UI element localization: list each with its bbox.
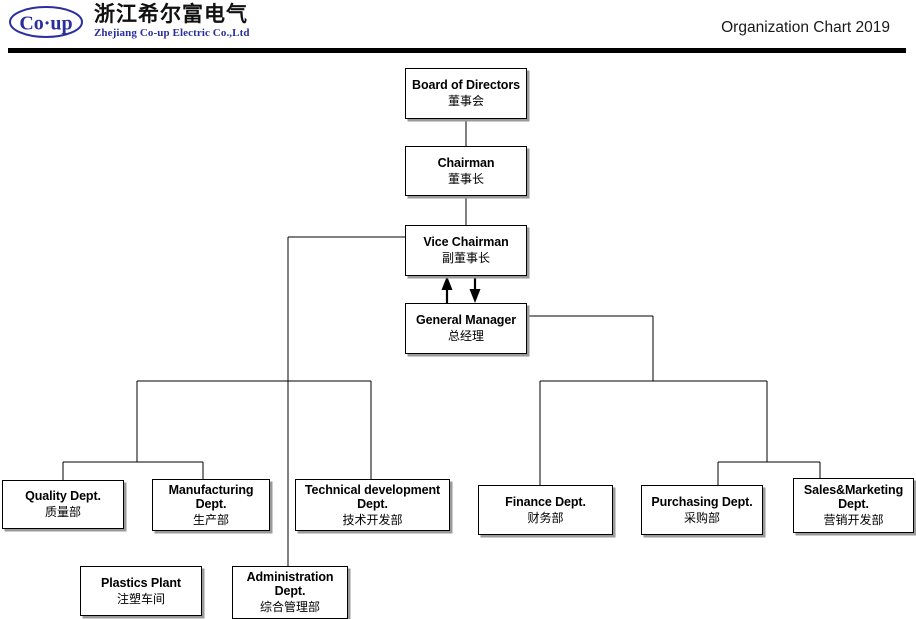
- node-label-cn: 注塑车间: [116, 591, 165, 606]
- node-label-en: Plastics Plant: [101, 575, 181, 590]
- svg-text:Co·up: Co·up: [19, 12, 72, 34]
- node-general-manager[interactable]: General Manager 总经理: [405, 303, 527, 354]
- coup-logo-icon: Co·up: [8, 5, 84, 39]
- node-quality-dept[interactable]: Quality Dept. 质量部: [2, 480, 124, 529]
- brand-name-en: Zhejiang Co-up Electric Co.,Ltd: [94, 27, 250, 39]
- company-logo: Co·up 浙江希尔富电气 Zhejiang Co-up Electric Co…: [8, 4, 250, 39]
- node-purchasing-dept[interactable]: Purchasing Dept. 采购部: [641, 485, 763, 535]
- node-label-cn: 质量部: [44, 505, 81, 520]
- node-label-cn: 财务部: [527, 510, 564, 525]
- node-label-cn: 营销开发部: [823, 513, 884, 528]
- page-title: Organization Chart 2019: [721, 19, 890, 36]
- node-label-cn: 副董事长: [441, 251, 490, 266]
- node-label-en: Manufacturing Dept.: [168, 482, 254, 511]
- node-label-cn: 董事长: [447, 171, 484, 186]
- org-chart: Board of Directors 董事会 Chairman 董事长 Vice…: [0, 54, 916, 619]
- node-label-en: Administration Dept.: [246, 570, 334, 599]
- connector-lines: [62, 119, 821, 566]
- node-administration-dept[interactable]: Administration Dept. 综合管理部: [232, 566, 348, 619]
- node-plastics-plant[interactable]: Plastics Plant 注塑车间: [80, 566, 202, 616]
- node-label-cn: 董事会: [447, 94, 484, 109]
- node-manufacturing-dept[interactable]: Manufacturing Dept. 生产部: [152, 479, 270, 531]
- node-label-en: Sales&Marketing Dept.: [803, 483, 904, 512]
- node-label-en: Quality Dept.: [25, 489, 101, 504]
- node-label-en: Purchasing Dept.: [651, 494, 753, 509]
- node-sales-marketing-dept[interactable]: Sales&Marketing Dept. 营销开发部: [793, 478, 914, 533]
- node-label-cn: 技术开发部: [342, 512, 403, 527]
- header-divider: [8, 48, 906, 53]
- node-vice-chairman[interactable]: Vice Chairman 副董事长: [405, 225, 527, 276]
- node-chairman[interactable]: Chairman 董事长: [405, 146, 527, 196]
- node-label-en: Technical development Dept.: [304, 482, 441, 511]
- page-header: Co·up 浙江希尔富电气 Zhejiang Co-up Electric Co…: [0, 0, 916, 54]
- node-finance-dept[interactable]: Finance Dept. 财务部: [478, 485, 613, 535]
- node-technical-development-dept[interactable]: Technical development Dept. 技术开发部: [295, 479, 450, 531]
- brand-name-cn: 浙江希尔富电气: [94, 2, 248, 26]
- node-label-en: Finance Dept.: [505, 494, 586, 509]
- node-label-en: Vice Chairman: [423, 235, 509, 250]
- node-label-en: General Manager: [416, 313, 516, 328]
- brand-text: 浙江希尔富电气 Zhejiang Co-up Electric Co.,Ltd: [94, 4, 250, 39]
- node-label-cn: 总经理: [447, 329, 484, 344]
- node-label-cn: 采购部: [683, 510, 720, 525]
- node-label-en: Chairman: [437, 155, 495, 170]
- node-label-cn: 生产部: [192, 512, 229, 527]
- node-label-cn: 综合管理部: [259, 600, 320, 615]
- node-label-en: Board of Directors: [412, 78, 520, 93]
- node-board-of-directors[interactable]: Board of Directors 董事会: [405, 68, 527, 119]
